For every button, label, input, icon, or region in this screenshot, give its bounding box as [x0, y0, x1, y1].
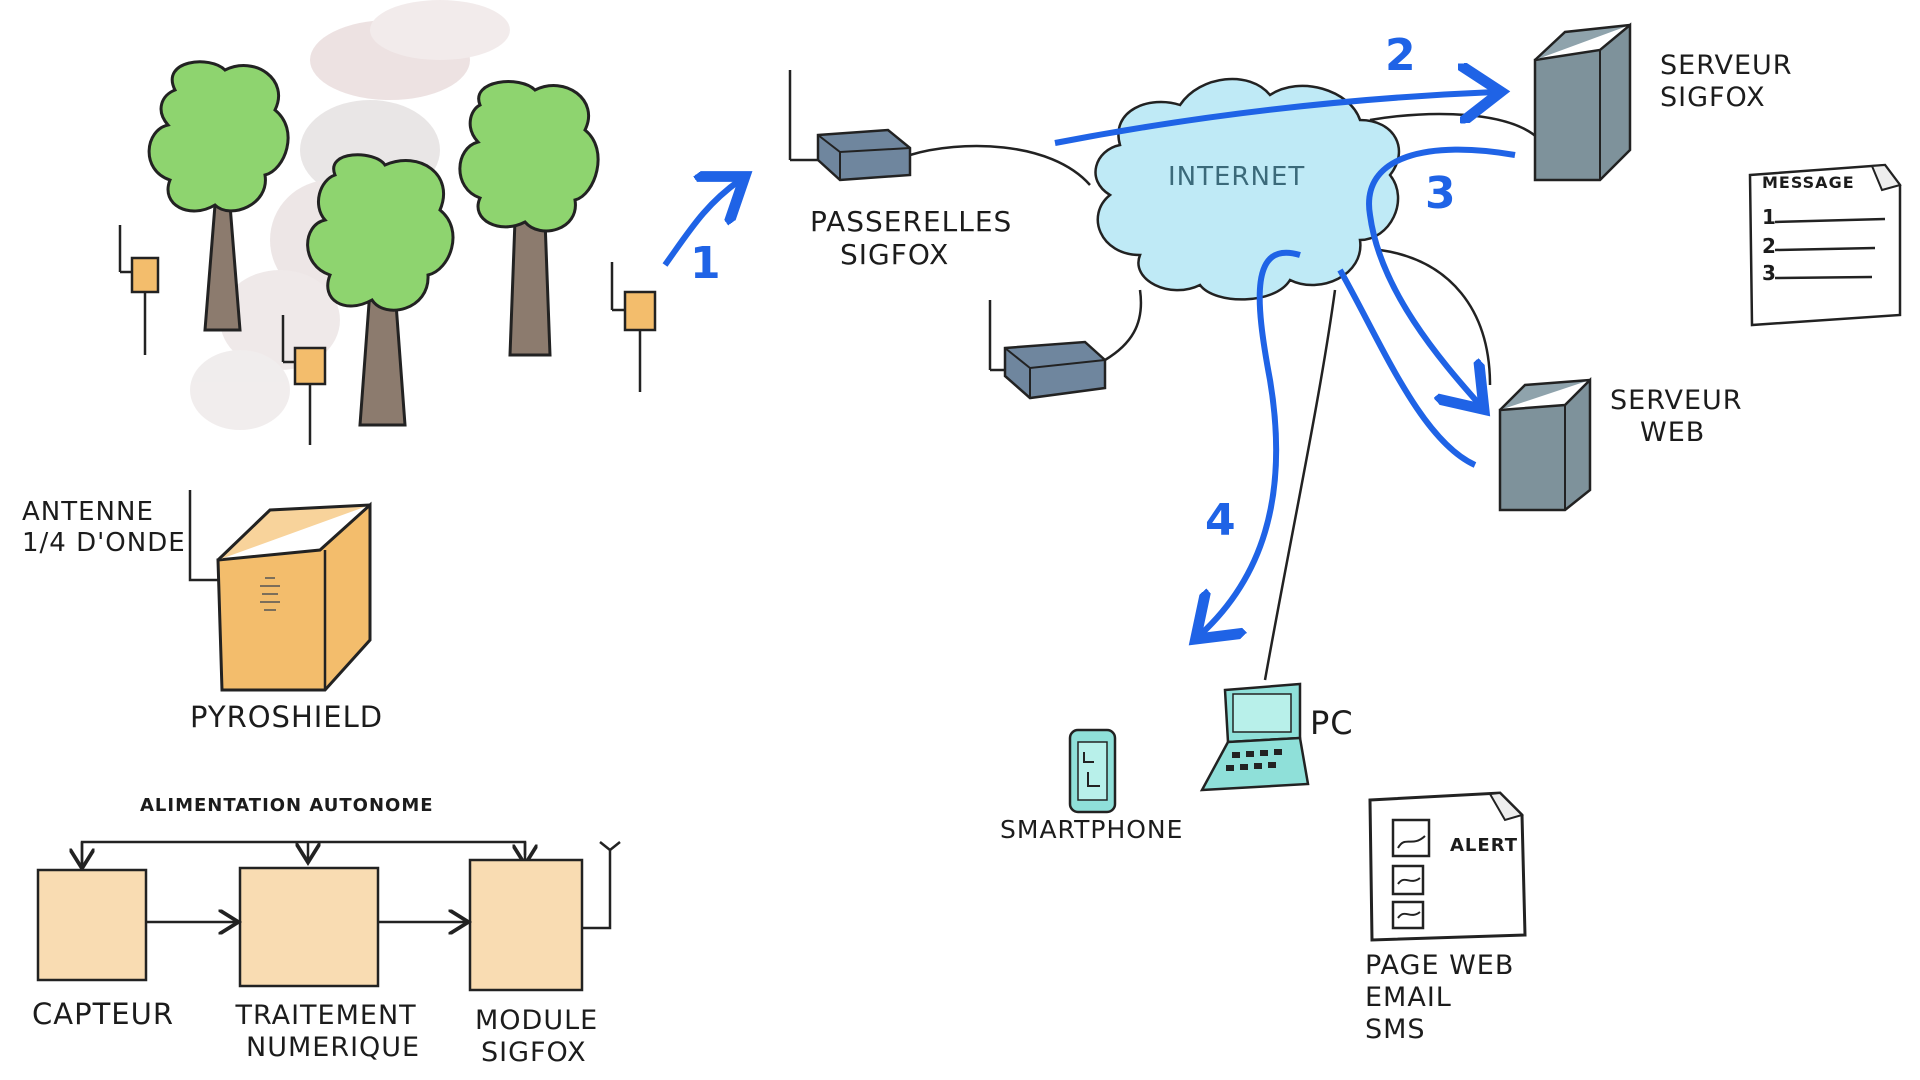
pc-label: PC [1310, 704, 1354, 742]
laptop-pc [1199, 682, 1310, 792]
smartphone [1068, 728, 1117, 814]
internet-label: INTERNET [1168, 162, 1306, 192]
web-server-label: SERVEUR WEB [1610, 385, 1743, 448]
module-label: MODULE SIGFOX [475, 1005, 599, 1068]
arrow-step-1 [662, 180, 740, 267]
message-line-2: 2 [1762, 234, 1777, 258]
web-server [1498, 376, 1592, 512]
field-sensor-1 [118, 225, 160, 355]
message-title: MESSAGE [1762, 173, 1855, 192]
sigfox-server [1533, 22, 1632, 182]
pyroshield-box [188, 490, 372, 692]
processing-label: TRAITEMENT NUMERIQUE [235, 1000, 421, 1063]
outputs-label: PAGE WEB EMAIL SMS [1365, 950, 1515, 1045]
field-sensor-2 [281, 315, 327, 445]
alert-page [1368, 791, 1527, 942]
gateways-label: PASSERELLES SIGFOX [810, 205, 1013, 272]
tree-left [147, 60, 290, 332]
gateway-1 [788, 70, 912, 182]
arrow-step-3 [1366, 146, 1516, 405]
step-1-label: 1 [690, 238, 721, 289]
arrow-step-4 [1200, 249, 1301, 635]
power-label: ALIMENTATION AUTONOME [140, 795, 434, 816]
tree-right [458, 80, 600, 357]
message-line-1: 1 [1762, 205, 1777, 229]
arrow-step-2 [1054, 92, 1495, 146]
sigfox-server-label: SERVEUR SIGFOX [1660, 50, 1793, 113]
antenna-label: ANTENNE 1/4 D'ONDE [22, 497, 186, 558]
arrow-step-3-return [1337, 268, 1477, 468]
block-diagram [36, 840, 621, 992]
tree-middle [306, 153, 455, 427]
gateway-2 [988, 300, 1107, 400]
message-document [1748, 163, 1902, 327]
step-4-label: 4 [1205, 495, 1236, 546]
message-line-3: 3 [1762, 261, 1777, 285]
field-sensor-3 [610, 262, 657, 392]
smartphone-label: SMARTPHONE [1000, 815, 1184, 844]
pyroshield-label: PYROSHIELD [190, 700, 384, 734]
sensor-label: CAPTEUR [32, 997, 174, 1031]
alert-label: ALERT [1450, 835, 1519, 856]
step-2-label: 2 [1385, 30, 1416, 81]
internet-cloud [1094, 77, 1401, 301]
step-3-label: 3 [1425, 168, 1456, 219]
